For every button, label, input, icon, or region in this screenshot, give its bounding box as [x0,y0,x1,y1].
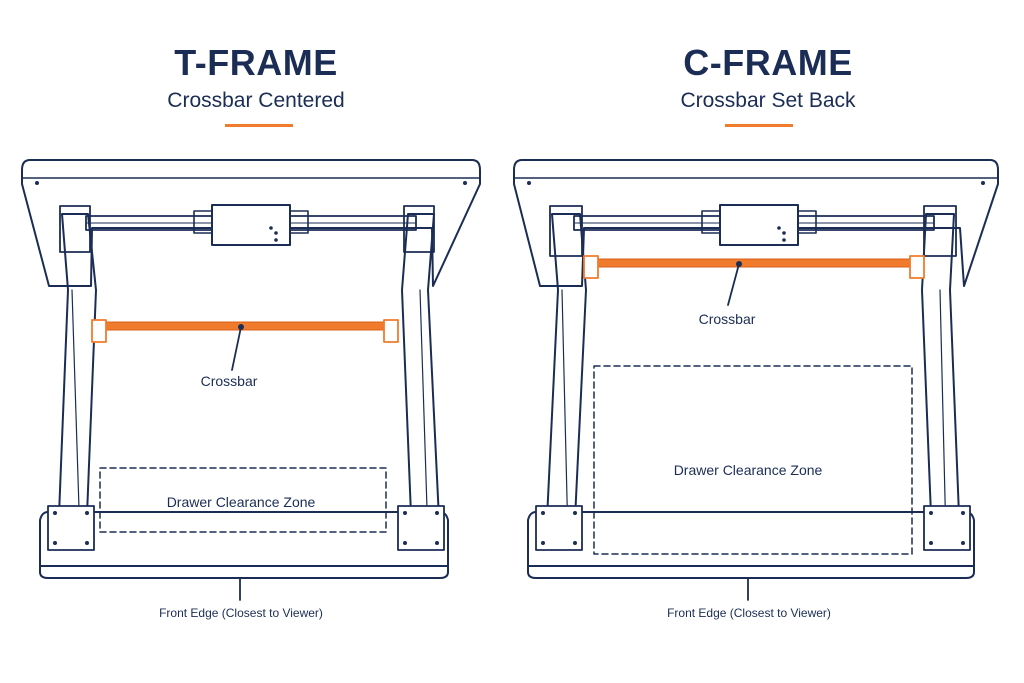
crossbar-label: Crossbar [699,311,756,327]
c-frame-panel: C-FRAME Crossbar Set Back [512,0,1024,683]
crossbar-end-bracket [383,319,399,343]
right-leg [401,213,441,541]
left-leg [57,213,97,541]
front-edge-label: Front Edge (Closest to Viewer) [159,606,323,620]
panel-title: T-FRAME [174,42,338,83]
title-underline [725,124,793,127]
crossbar-leader-line [231,326,242,371]
title-underline [225,124,293,127]
screw [463,181,467,185]
control-box [719,204,799,246]
left-leg-bracket [59,205,91,253]
drawer-clearance-zone [593,365,913,555]
control-box [211,204,291,246]
panel-subtitle: Crossbar Set Back [680,89,856,112]
panel-subtitle: Crossbar Centered [167,89,345,112]
front-tabletop [527,511,975,567]
crossbar-label: Crossbar [201,373,258,389]
crossbar [591,258,917,268]
right-leg-bracket [403,205,435,253]
crossbar-end-bracket [583,255,599,279]
crossbar [97,321,397,331]
drawer-clearance-zone [99,467,387,533]
right-leg-bracket [923,205,957,257]
drawer-zone-label: Drawer Clearance Zone [167,494,316,510]
panel-title: C-FRAME [683,42,853,83]
crossbar-end-bracket [909,255,925,279]
drawer-zone-label: Drawer Clearance Zone [674,462,823,478]
t-frame-panel: T-FRAME Crossbar Centered [21,42,481,620]
front-tabletop [39,511,449,567]
right-leg [921,213,961,541]
crossbar-end-bracket [91,319,107,343]
crossbar-leader-line [727,263,740,306]
left-leg-bracket [549,205,583,257]
left-leg [545,213,587,541]
c-frame-diagram: Crossbar Drawer Clearance Zone Front Edg… [513,159,999,620]
front-edge-label: Front Edge (Closest to Viewer) [667,606,831,620]
screw [35,181,39,185]
t-frame-diagram: Crossbar Drawer Clearance Zone Front Edg… [21,159,481,620]
